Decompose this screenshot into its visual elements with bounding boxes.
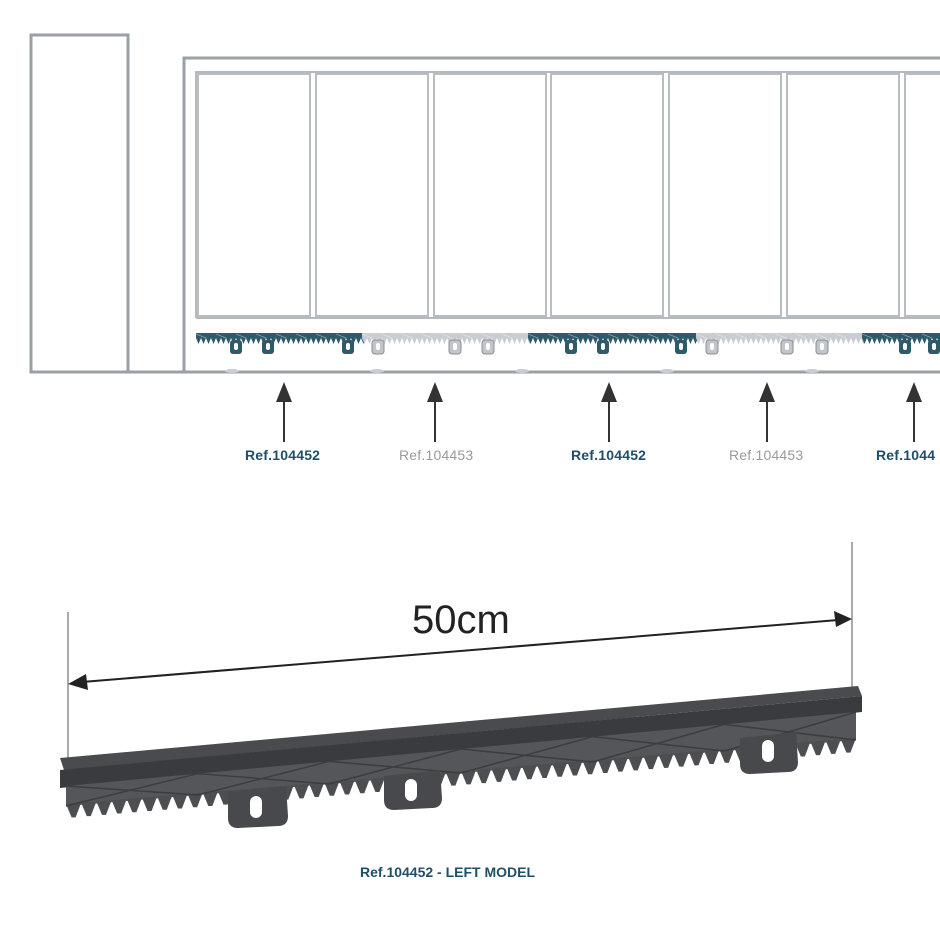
rack-bracket bbox=[262, 340, 274, 354]
mounting-tab bbox=[228, 786, 288, 828]
up-arrow-icon bbox=[276, 382, 292, 442]
rack-bracket bbox=[705, 339, 719, 355]
rack-segment bbox=[361, 333, 532, 344]
rack-bracket bbox=[342, 340, 354, 354]
rack-segment bbox=[195, 333, 366, 344]
gate-panel bbox=[668, 73, 782, 317]
rack-lattice bbox=[65, 711, 857, 807]
mounting-tab bbox=[740, 732, 798, 774]
gate-panel bbox=[786, 73, 900, 317]
measurement-label: 50cm bbox=[412, 598, 510, 642]
gate-panel bbox=[197, 73, 311, 317]
mounting-tab bbox=[384, 770, 442, 810]
ref-label-4: Ref.104453 bbox=[729, 447, 804, 463]
rack-strip bbox=[195, 333, 940, 373]
rack-bracket bbox=[675, 340, 687, 354]
model-caption: Ref.104452 - LEFT MODEL bbox=[360, 864, 536, 880]
double-arrow-icon bbox=[68, 611, 852, 690]
gate-panel bbox=[433, 73, 547, 317]
gate-inner-frame bbox=[195, 71, 940, 318]
reference-arrows bbox=[276, 382, 922, 442]
rack-bracket bbox=[565, 340, 577, 354]
up-arrow-icon bbox=[427, 382, 443, 442]
rack-bracket bbox=[928, 340, 940, 354]
up-arrow-icon bbox=[906, 382, 922, 442]
up-arrow-icon bbox=[601, 382, 617, 442]
ref-label-1: Ref.104452 bbox=[245, 447, 321, 463]
rack-bracket bbox=[230, 340, 242, 354]
ref-label-2: Ref.104453 bbox=[399, 447, 474, 463]
rack-bracket bbox=[597, 340, 609, 354]
rack-illustration bbox=[60, 686, 862, 828]
gate-panel bbox=[315, 73, 429, 317]
rack-segment bbox=[695, 333, 866, 344]
gate-frame bbox=[182, 56, 940, 372]
rack-segment bbox=[527, 333, 698, 344]
gate-panel bbox=[904, 73, 940, 317]
rack-bracket bbox=[780, 339, 794, 355]
rack-bracket bbox=[899, 340, 911, 354]
gate-panels bbox=[197, 73, 940, 317]
rack-bracket bbox=[448, 339, 462, 355]
rack-bracket bbox=[481, 339, 495, 355]
rack-bracket bbox=[815, 339, 829, 355]
up-arrow-icon bbox=[759, 382, 775, 442]
gate-post bbox=[29, 33, 130, 374]
ref-label-5: Ref.1044 bbox=[876, 447, 936, 463]
gate-panel bbox=[550, 73, 664, 317]
ref-label-3: Ref.104452 bbox=[571, 447, 647, 463]
rack-bracket bbox=[371, 339, 385, 355]
